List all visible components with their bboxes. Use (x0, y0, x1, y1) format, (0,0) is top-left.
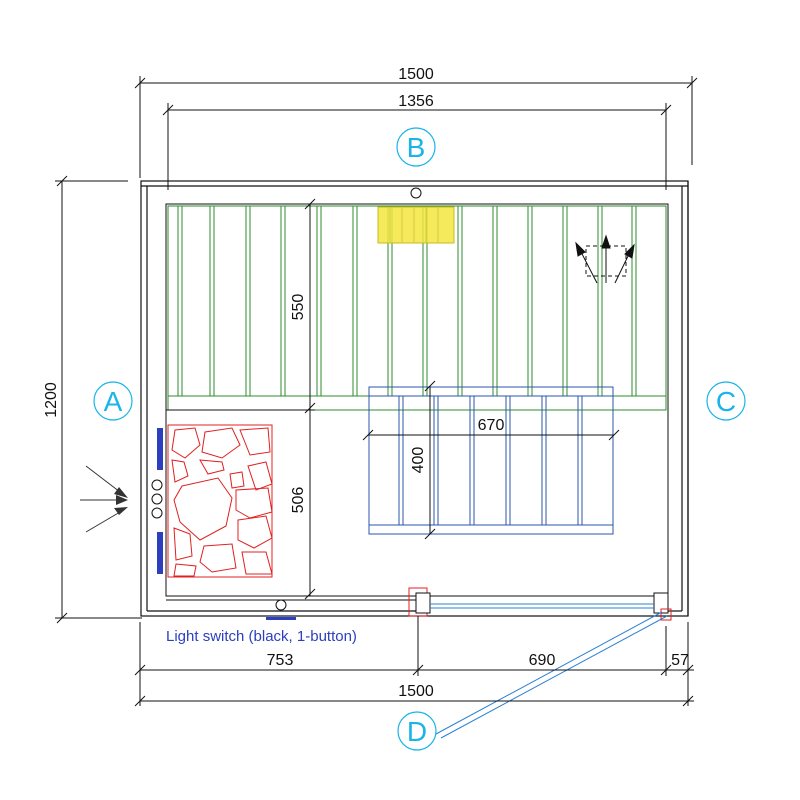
dimension-tick (412, 664, 424, 676)
inner-room-rect (165, 203, 669, 597)
dimension-tick (162, 104, 174, 116)
light-switch (266, 599, 296, 620)
dimension-tick (686, 77, 698, 89)
dimension-tick (134, 664, 146, 676)
wall-label-c: C (706, 381, 746, 421)
light-switch-annotation: Light switch (black, 1-button) (166, 628, 357, 645)
lower-bench-frame (368, 386, 614, 535)
dimension-tick (660, 104, 672, 116)
inner-room-outline (165, 203, 669, 601)
knob-icon (151, 479, 163, 491)
dimension-label-overall-width-bottom: 1500 (398, 683, 434, 700)
heater-stones (171, 427, 273, 577)
dimension-overall-width-bottom (134, 695, 694, 707)
dimension-label-lower-bench-width: 670 (478, 417, 505, 434)
dimension-tick (424, 528, 436, 540)
knob-icon (151, 507, 163, 519)
wall-label-text: C (716, 386, 736, 417)
wall-label-text: D (407, 716, 427, 747)
dimension-front-segments (134, 616, 694, 706)
wall-label-text: A (104, 386, 123, 417)
dimension-lower-bench-depth (424, 380, 436, 540)
dimension-tick (304, 588, 316, 600)
dimension-tick (682, 664, 694, 676)
lower-bench-inner (368, 395, 614, 526)
dimension-label-inner-width-top: 1356 (398, 93, 434, 110)
dimension-tick (56, 612, 68, 624)
door-hinge-marker (660, 608, 672, 621)
dimension-bench-depth (304, 198, 316, 414)
dimension-label-overall-depth: 1200 (43, 382, 60, 418)
heater-control-panel-upper (157, 428, 163, 470)
backrest-body (377, 206, 455, 244)
dimension-tick (660, 664, 672, 676)
light-switch-icon (275, 599, 287, 611)
dimension-tick (304, 402, 316, 414)
dimension-overall-width-top (134, 76, 698, 178)
sauna-heater (167, 424, 273, 578)
ceiling-light-icon (410, 187, 422, 199)
lower-bench (368, 386, 614, 535)
wall-label-d: D (397, 711, 437, 751)
dimension-tick (682, 695, 694, 707)
light-switch-marker (266, 617, 296, 620)
door-swing-line (440, 615, 668, 739)
dimension-label-lower-bench-depth: 400 (410, 447, 427, 474)
wall-label-text: B (407, 132, 426, 163)
wall-label-circle (397, 711, 437, 751)
upper-bench-frame (167, 205, 667, 411)
heater-body (167, 424, 273, 578)
dimension-label-front-right: 57 (671, 652, 689, 669)
lower-bench-slats (398, 396, 583, 525)
dimension-tick (608, 429, 620, 441)
door-post-left (415, 592, 431, 614)
dimension-tick (362, 429, 374, 441)
wall-label-circle (706, 381, 746, 421)
dimension-tick (424, 380, 436, 392)
vent-airflow-icon (575, 234, 635, 284)
dimension-lower-bench-width (362, 429, 620, 441)
wall-label-b: B (396, 127, 436, 167)
wall-label-circle (93, 381, 133, 421)
dimension-tick (304, 198, 316, 210)
air-inlet-arrows-icon (80, 465, 128, 533)
dimension-inner-width-top (162, 103, 672, 190)
heater-control-panel-lower (157, 532, 163, 574)
dimension-label-heater-zone-depth: 506 (290, 487, 307, 514)
dimension-tick (56, 175, 68, 187)
dimension-tick (134, 77, 146, 89)
heater-knobs (151, 479, 163, 519)
backrest (377, 206, 455, 244)
dimension-overall-depth-left (55, 175, 142, 624)
door (408, 587, 672, 739)
backrest-hatching (389, 207, 439, 243)
dimension-label-door: 690 (529, 652, 556, 669)
dimension-label-overall-width-top: 1500 (398, 66, 434, 83)
door-swing-line (435, 611, 663, 735)
knob-icon (151, 493, 163, 505)
wall-label-circle (396, 127, 436, 167)
dimension-heater-zone-depth (166, 409, 316, 600)
wall-label-a: A (93, 381, 133, 421)
dimension-tick (134, 695, 146, 707)
dimension-label-bench-depth: 550 (290, 294, 307, 321)
dimension-label-front-left: 753 (267, 652, 294, 669)
